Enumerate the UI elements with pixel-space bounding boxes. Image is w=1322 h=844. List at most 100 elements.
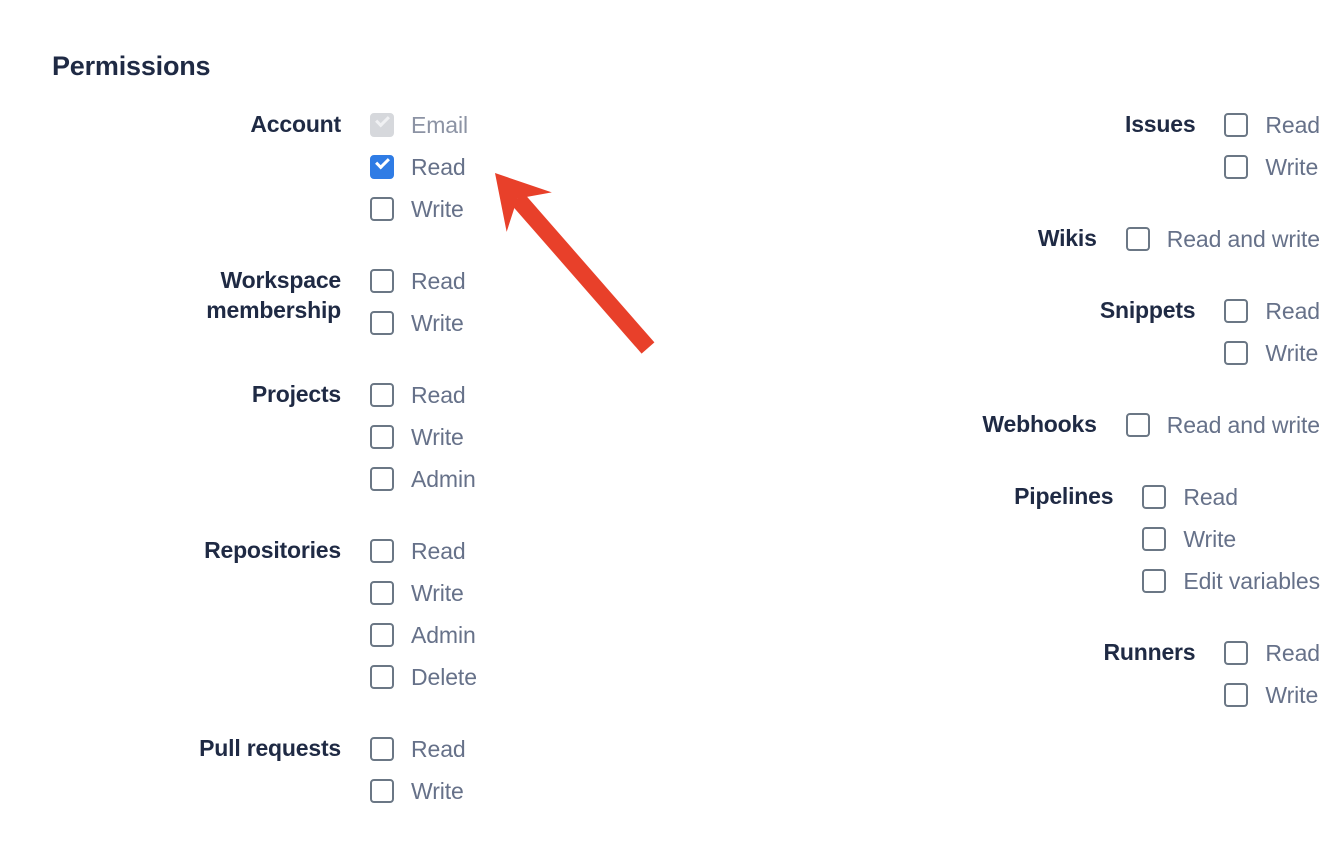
permission-option-row[interactable]: Read bbox=[370, 146, 468, 188]
permission-option-row[interactable]: Write bbox=[1224, 674, 1320, 716]
checkbox-unchecked-icon[interactable] bbox=[370, 581, 394, 605]
permission-group-label: Projects bbox=[251, 381, 341, 407]
permission-option-label[interactable]: Read bbox=[411, 382, 466, 408]
permission-group: Wikis Read and write bbox=[660, 218, 1320, 260]
checkbox-unchecked-icon[interactable] bbox=[1125, 413, 1150, 437]
permission-group-label: Wikis bbox=[1037, 225, 1097, 251]
permission-option-list: Read and write bbox=[1125, 404, 1320, 446]
checkbox-unchecked-icon[interactable] bbox=[370, 779, 394, 803]
checkbox-unchecked-icon[interactable] bbox=[370, 311, 394, 335]
permission-option-row[interactable]: Read bbox=[370, 260, 466, 302]
permission-option-label[interactable]: Edit variables bbox=[1183, 568, 1320, 594]
checkbox-checked-icon[interactable] bbox=[370, 154, 394, 179]
permission-option-label[interactable]: Write bbox=[1265, 154, 1319, 180]
checkbox-checked-disabled-icon bbox=[370, 112, 394, 137]
permission-option-label[interactable]: Read bbox=[411, 538, 466, 564]
permission-option-label[interactable]: Write bbox=[1183, 526, 1237, 552]
checkbox-unchecked-icon[interactable] bbox=[370, 197, 394, 221]
checkbox-unchecked-icon[interactable] bbox=[370, 425, 394, 449]
permission-option-label[interactable]: Read and write bbox=[1166, 226, 1320, 252]
checkbox-unchecked-icon[interactable] bbox=[1224, 641, 1249, 665]
permission-option-row[interactable]: Email bbox=[370, 104, 468, 146]
checkbox-unchecked-icon[interactable] bbox=[1224, 155, 1249, 179]
checkbox-unchecked-icon[interactable] bbox=[1142, 527, 1167, 551]
permission-option-row[interactable]: Write bbox=[370, 302, 466, 344]
permission-option-row[interactable]: Read bbox=[1224, 104, 1320, 146]
permission-option-label[interactable]: Delete bbox=[411, 664, 477, 690]
permission-option-row[interactable]: Read bbox=[1142, 476, 1320, 518]
permission-option-label[interactable]: Admin bbox=[411, 622, 476, 648]
permission-option-label[interactable]: Write bbox=[411, 424, 464, 450]
permission-option-row[interactable]: Read bbox=[1224, 290, 1320, 332]
permission-option-label[interactable]: Read bbox=[1265, 640, 1320, 666]
permission-option-row[interactable]: Read bbox=[370, 374, 476, 416]
checkbox-unchecked-icon[interactable] bbox=[1142, 569, 1167, 593]
permission-option-row[interactable]: Delete bbox=[370, 656, 477, 698]
permission-option-label[interactable]: Write bbox=[1265, 682, 1319, 708]
permission-option-row[interactable]: Write bbox=[1224, 146, 1320, 188]
permission-option-label[interactable]: Write bbox=[411, 580, 464, 606]
checkbox-unchecked-icon[interactable] bbox=[370, 665, 394, 689]
permission-option-row[interactable]: Admin bbox=[370, 614, 477, 656]
permission-option-label[interactable]: Write bbox=[411, 778, 464, 804]
checkmark-icon bbox=[374, 154, 390, 170]
permission-group-label: Pipelines bbox=[1014, 483, 1114, 509]
permission-option-label[interactable]: Read bbox=[1265, 298, 1320, 324]
permission-option-row[interactable]: Read bbox=[370, 530, 477, 572]
checkbox-unchecked-icon[interactable] bbox=[370, 539, 394, 563]
permission-option-label[interactable]: Email bbox=[411, 112, 469, 138]
permission-option-row[interactable]: Edit variables bbox=[1142, 560, 1320, 602]
checkbox-unchecked-icon[interactable] bbox=[1224, 299, 1249, 323]
permission-option-row[interactable]: Read bbox=[370, 728, 466, 770]
permission-option-label[interactable]: Read and write bbox=[1166, 412, 1320, 438]
permission-option-list: Read and write bbox=[1125, 218, 1320, 260]
permission-option-row[interactable]: Read bbox=[1224, 632, 1320, 674]
permission-option-row[interactable]: Write bbox=[1142, 518, 1320, 560]
checkbox-unchecked-icon[interactable] bbox=[1224, 113, 1249, 137]
checkbox-unchecked-icon[interactable] bbox=[1224, 341, 1249, 365]
permission-option-row[interactable]: Admin bbox=[370, 458, 476, 500]
permission-option-row[interactable]: Write bbox=[370, 572, 477, 614]
checkmark-icon bbox=[374, 112, 390, 128]
checkbox-unchecked-icon[interactable] bbox=[1224, 683, 1249, 707]
permission-option-label[interactable]: Admin bbox=[411, 466, 476, 492]
permission-option-label[interactable]: Read bbox=[1265, 112, 1320, 138]
permission-option-label[interactable]: Read bbox=[411, 736, 466, 762]
permission-option-row[interactable]: Write bbox=[370, 770, 466, 812]
permission-group-label: Account bbox=[250, 111, 341, 137]
checkbox-unchecked-icon[interactable] bbox=[370, 467, 394, 491]
checkbox-unchecked-icon[interactable] bbox=[1142, 485, 1167, 509]
checkbox-unchecked-icon[interactable] bbox=[370, 383, 394, 407]
permission-option-label[interactable]: Read bbox=[411, 154, 466, 180]
permission-group-label: Snippets bbox=[1099, 297, 1196, 323]
permission-group-label: Runners bbox=[1103, 639, 1196, 665]
permission-option-label[interactable]: Write bbox=[1265, 340, 1319, 366]
checkbox-unchecked-icon[interactable] bbox=[370, 269, 394, 293]
permission-option-label[interactable]: Read bbox=[1183, 484, 1238, 510]
checkbox-unchecked-icon[interactable] bbox=[1125, 227, 1150, 251]
permission-option-row[interactable]: Read and write bbox=[1125, 404, 1320, 446]
permission-option-row[interactable]: Write bbox=[370, 188, 468, 230]
permission-option-label[interactable]: Write bbox=[411, 310, 464, 336]
permission-option-label[interactable]: Read bbox=[411, 268, 466, 294]
permission-option-label[interactable]: Write bbox=[411, 196, 464, 222]
checkbox-unchecked-icon[interactable] bbox=[370, 737, 394, 761]
permission-option-row[interactable]: Read and write bbox=[1125, 218, 1320, 260]
checkbox-unchecked-icon[interactable] bbox=[370, 623, 394, 647]
permission-option-row[interactable]: Write bbox=[1224, 332, 1320, 374]
permission-option-row[interactable]: Write bbox=[370, 416, 476, 458]
